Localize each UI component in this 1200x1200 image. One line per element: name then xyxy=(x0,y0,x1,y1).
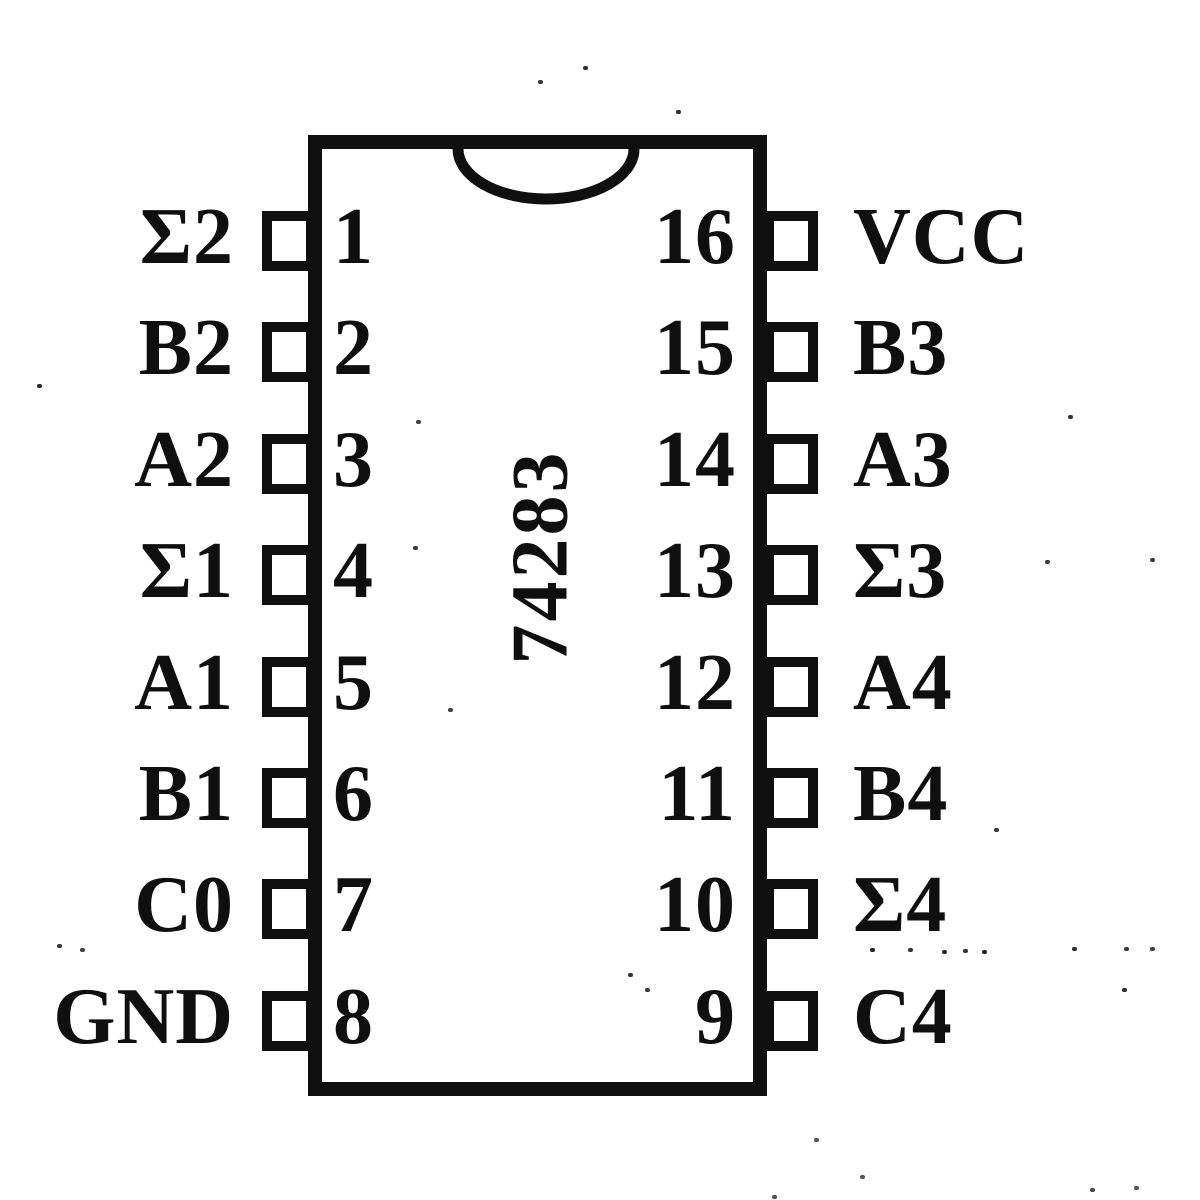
pin-row-3-14: A2 3 14 A3 xyxy=(0,408,1200,520)
pin-number-left: 7 xyxy=(333,861,374,949)
pin-row-1-16: Σ2 1 16 VCC xyxy=(0,185,1200,297)
pin-pad-left xyxy=(262,322,316,382)
pin-label-right: A4 xyxy=(853,639,953,727)
pin-pad-right xyxy=(764,879,818,939)
pin-row-4-13: Σ1 4 13 Σ3 xyxy=(0,519,1200,631)
pin-pad-right xyxy=(764,768,818,828)
pin-number-left: 6 xyxy=(333,750,374,838)
pin-number-left: 2 xyxy=(333,304,374,392)
pin-pad-left xyxy=(262,657,316,717)
pin-number-right: 9 xyxy=(695,973,736,1061)
pin-pad-right xyxy=(764,545,818,605)
pin-label-left: B2 xyxy=(138,304,234,392)
pin-number-right: 13 xyxy=(654,527,736,615)
pin-pad-left xyxy=(262,991,316,1051)
pin-label-right: C4 xyxy=(853,973,953,1061)
pin-row-5-12: A1 5 12 A4 xyxy=(0,631,1200,743)
pin-row-6-11: B1 6 11 B4 xyxy=(0,742,1200,854)
pin-pad-right xyxy=(764,322,818,382)
pin-label-right: Σ4 xyxy=(853,861,948,949)
scan-speckles xyxy=(0,0,5,4)
pin-pad-right xyxy=(764,211,818,271)
pin-number-left: 4 xyxy=(333,527,374,615)
pin-label-left: C0 xyxy=(134,861,234,949)
pin-pad-left xyxy=(262,434,316,494)
chip-body xyxy=(308,135,767,1096)
pin-number-right: 11 xyxy=(658,750,736,838)
pin-label-left: A2 xyxy=(134,416,234,504)
pin-label-right: A3 xyxy=(853,416,953,504)
pin-pad-left xyxy=(262,879,316,939)
pin-label-left: Σ2 xyxy=(139,193,234,281)
pin-row-8-9: GND 8 9 C4 xyxy=(0,965,1200,1077)
pin-label-left: Σ1 xyxy=(139,527,234,615)
pin-label-left: B1 xyxy=(138,750,234,838)
pin-number-right: 10 xyxy=(654,861,736,949)
pin-label-left: GND xyxy=(53,973,234,1061)
pin-number-right: 12 xyxy=(654,639,736,727)
pin-number-left: 8 xyxy=(333,973,374,1061)
pin-number-right: 15 xyxy=(654,304,736,392)
pin1-notch-icon xyxy=(450,148,642,214)
pin-pad-left xyxy=(262,768,316,828)
pin-number-left: 1 xyxy=(333,193,374,281)
pin-number-left: 3 xyxy=(333,416,374,504)
pin-label-right: B4 xyxy=(853,750,949,838)
pin-number-right: 16 xyxy=(654,193,736,281)
pin-label-right: Σ3 xyxy=(853,527,948,615)
pin-pad-right xyxy=(764,657,818,717)
pin-pad-right xyxy=(764,434,818,494)
pin-row-7-10: C0 7 10 Σ4 xyxy=(0,853,1200,965)
pin-pad-right xyxy=(764,991,818,1051)
pin-number-left: 5 xyxy=(333,639,374,727)
pin-label-right: B3 xyxy=(853,304,949,392)
pin-label-right: VCC xyxy=(853,193,1030,281)
pin-pad-left xyxy=(262,211,316,271)
pin-row-2-15: B2 2 15 B3 xyxy=(0,296,1200,408)
pin-number-right: 14 xyxy=(654,416,736,504)
pin-label-left: A1 xyxy=(134,639,234,727)
pin-pad-left xyxy=(262,545,316,605)
